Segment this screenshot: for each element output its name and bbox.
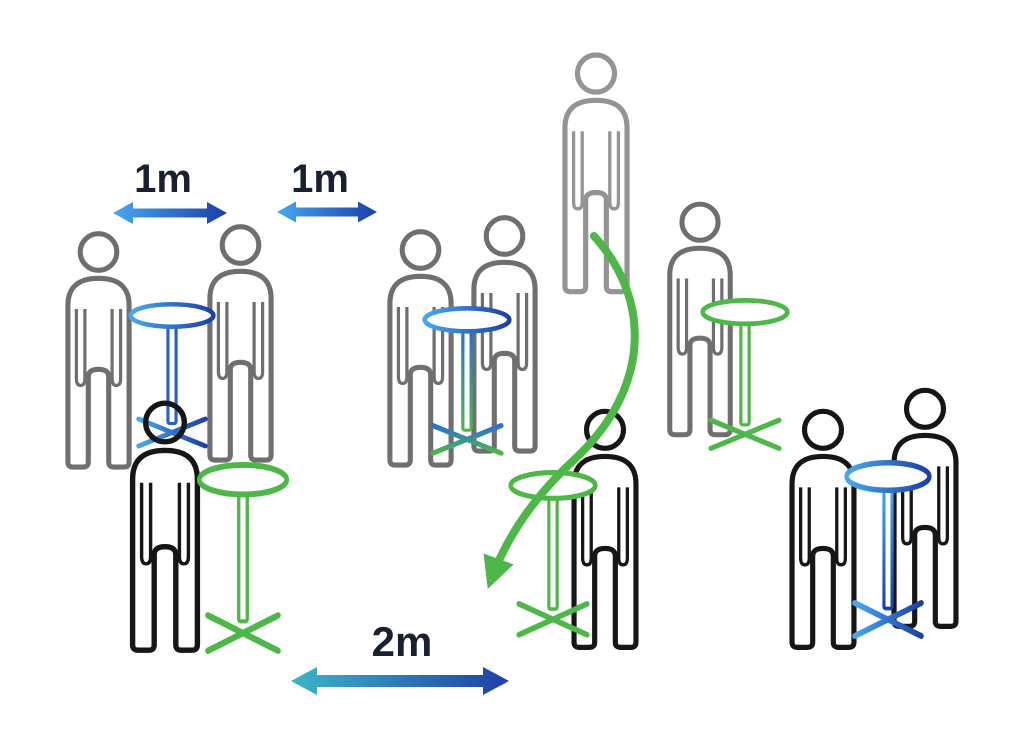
bistro-table-right-pair (844, 460, 932, 640)
distance-label-2m: 2m (372, 618, 433, 665)
distance-arrow-2m-icon (291, 667, 509, 695)
table-base (136, 416, 208, 449)
table-base (430, 423, 504, 456)
distance-label-1m-right: 1m (291, 157, 349, 201)
table-stem (739, 321, 751, 427)
movement-arrow-icon (483, 232, 639, 590)
bistro-table-left-pair (128, 302, 216, 449)
table-top (844, 460, 932, 494)
table-stem (461, 329, 473, 432)
person-middle-pair-2 (474, 218, 535, 451)
person-left-pair-1 (68, 234, 129, 467)
table-top (128, 302, 216, 330)
bistro-table-right-middle (700, 298, 790, 451)
table-base (708, 417, 782, 451)
person-right-pair-2 (894, 390, 956, 626)
table-top (700, 298, 790, 327)
table-stem (237, 491, 249, 624)
person-top-walking (565, 55, 627, 292)
table-base (516, 601, 590, 638)
distance-arrow-1m-left-icon (113, 202, 227, 224)
table-base (205, 612, 281, 655)
distance-label-1m-left: 1m (134, 157, 192, 201)
person-left-pair-2 (210, 227, 271, 460)
distance-arrow-1m-right-icon (277, 201, 377, 223)
table-base (852, 599, 924, 640)
bistro-table-middle-pair (422, 306, 512, 456)
bistro-table-center-bottom (508, 470, 598, 638)
table-top (196, 462, 290, 498)
person-right-pair-1 (792, 411, 854, 647)
table-stem (882, 487, 894, 611)
table-top (422, 306, 512, 334)
table-stem (547, 496, 559, 611)
bistro-table-lower-left (196, 462, 290, 655)
